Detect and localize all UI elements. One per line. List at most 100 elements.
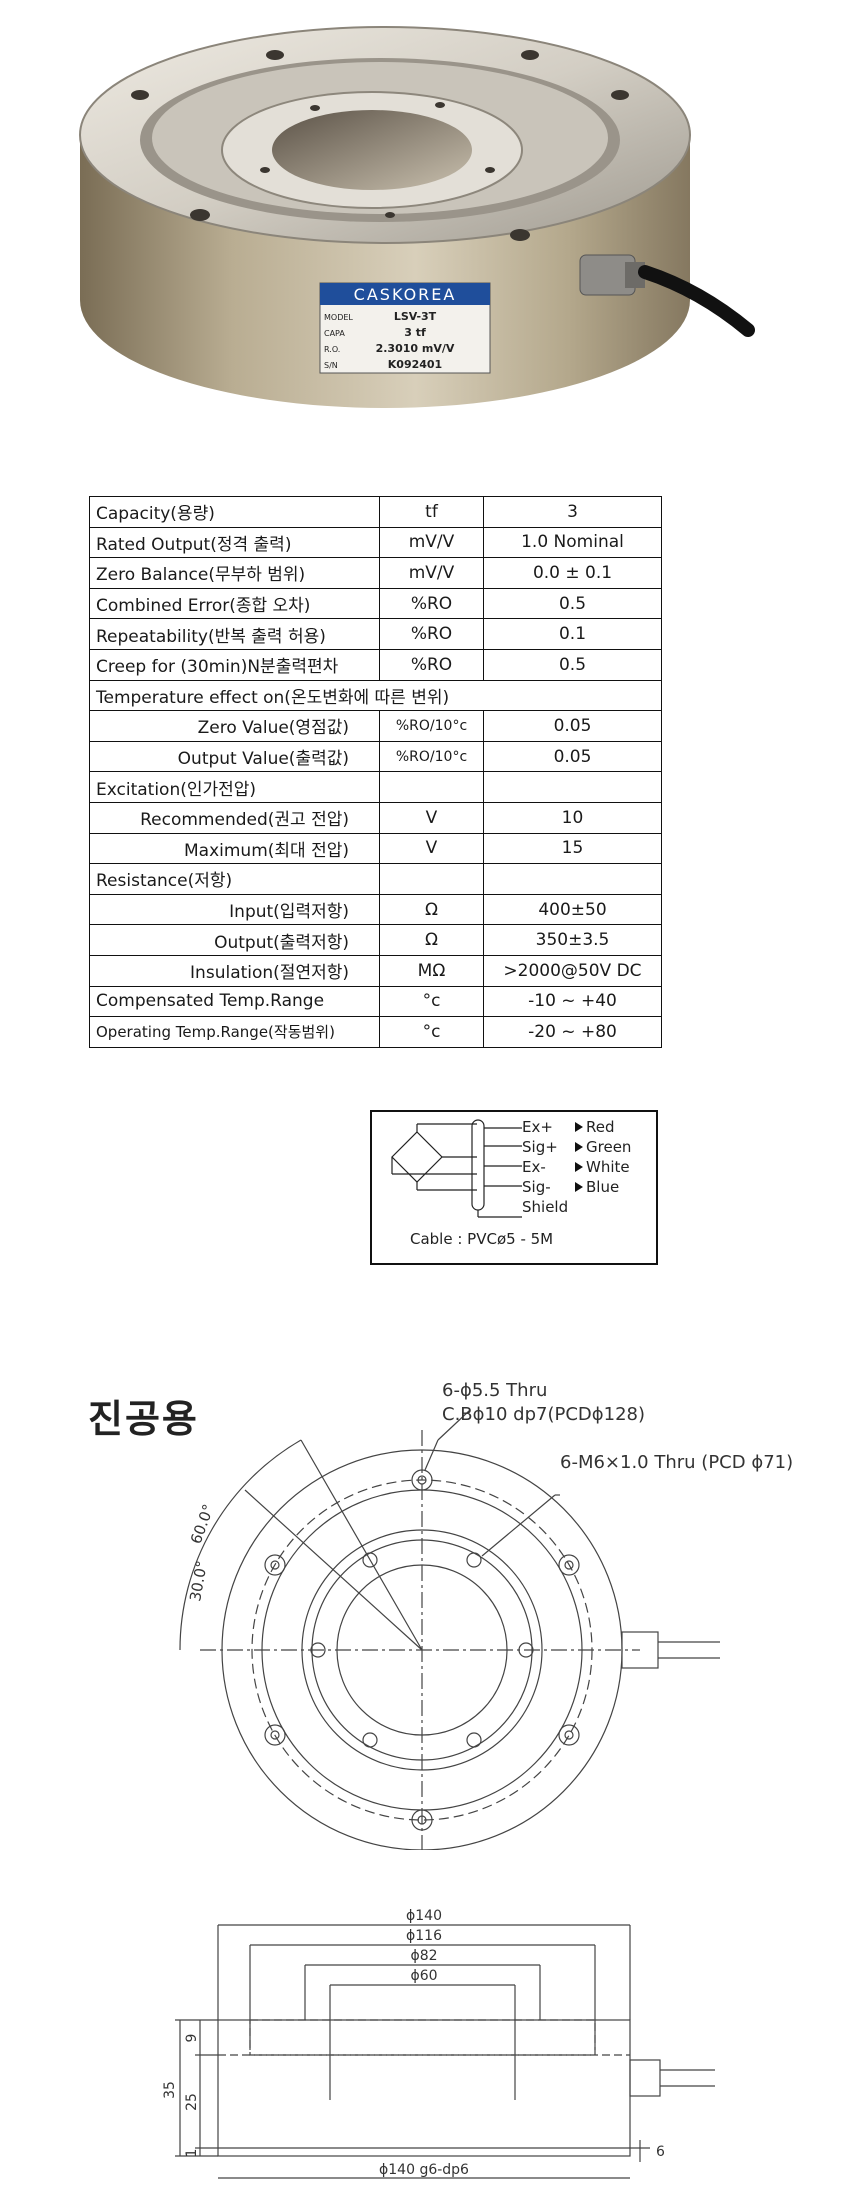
wire-signal-sig-minus: Sig- [522,1178,551,1196]
spec-value [483,863,662,895]
drawing-title: 진공용 [88,1397,199,1441]
dim-phi140: ϕ140 [406,1908,442,1924]
spec-unit [379,771,484,803]
spec-row: Output Value(출력값) %RO/10°c 0.05 [89,740,662,773]
spec-row: Operating Temp.Range(작동범위) °c -20 ~ +80 [89,1016,662,1048]
spec-unit: %RO [379,618,484,650]
spec-row: Insulation(절연저항) MΩ >2000@50V DC [89,954,662,987]
spec-row: Zero Balance(무부하 범위) mV/V 0.0 ± 0.1 [89,557,662,589]
spec-value: 1.0 Nominal [483,526,662,559]
spec-unit: %RO/10°c [379,740,484,773]
plate-label-ro: R.O. [324,345,340,354]
hole-note-1: 6-ϕ5.5 Thru [442,1380,547,1401]
spec-row: Combined Error(종합 오차) %RO 0.5 [89,587,662,620]
wire-color-white: White [586,1158,630,1176]
spec-value [483,771,662,803]
spec-label: Repeatability(반복 출력 허용) [89,618,380,650]
spec-value: 350±3.5 [483,924,662,956]
plate-value-sn: K092401 [388,358,442,371]
spec-row: Input(입력저항) Ω 400±50 [89,893,662,926]
spec-row: Repeatability(반복 출력 허용) %RO 0.1 [89,618,662,650]
spec-row: Output(출력저항) Ω 350±3.5 [89,924,662,956]
spec-value: 0.1 [483,618,662,650]
spec-unit: Ω [379,924,484,956]
top-view-drawing: 6-ϕ5.5 Thru C.Bϕ10 dp7(PCDϕ128) 6-M6×1.0… [179,1380,793,1850]
load-cell-photo: CASKOREA MODEL LSV-3T CAPA 3 tf R.O. 2.3… [79,26,755,408]
spec-unit: %RO [379,648,484,681]
dim-phi140-g6: ϕ140 g6-dp6 [379,2162,469,2178]
spec-value: 0.05 [483,740,662,773]
spec-unit: Ω [379,893,484,926]
spec-value: 3 [483,496,662,528]
spec-label: Excitation(인가전압) [89,771,380,803]
wire-shield: Shield [522,1198,569,1216]
wire-color-green: Green [586,1138,632,1156]
spec-value: 0.5 [483,587,662,620]
spec-label: Rated Output(정격 출력) [89,526,380,559]
hole-note-2: C.Bϕ10 dp7(PCDϕ128) [442,1404,645,1425]
spec-label: Recommended(권고 전압) [89,801,380,834]
spec-label: Creep for (30min)N분출력편차 [89,648,380,681]
dim-phi116: ϕ116 [406,1928,442,1944]
spec-label: Compensated Temp.Range [89,985,380,1018]
spec-table: Capacity(용량) tf 3 Rated Output(정격 출력) mV… [89,496,662,1048]
dim-1: 1 [184,2149,200,2158]
spec-row: Zero Value(영점값) %RO/10°c 0.05 [89,710,662,742]
spec-value: -20 ~ +80 [483,1016,662,1048]
wire-signal-sig-plus: Sig+ [522,1138,558,1156]
spec-value: 400±50 [483,893,662,926]
spec-row: Rated Output(정격 출력) mV/V 1.0 Nominal [89,526,662,559]
spec-label: Resistance(저항) [89,863,380,895]
dim-25: 25 [184,2093,200,2111]
spec-label: Output Value(출력값) [89,740,380,773]
plate-value-capa: 3 tf [404,326,426,339]
plate-label-capa: CAPA [324,329,345,338]
spec-unit: mV/V [379,557,484,589]
cable-spec: Cable : PVCø5 - 5M [410,1230,554,1248]
wire-color-red: Red [586,1118,615,1136]
spec-row: Capacity(용량) tf 3 [89,496,662,528]
spec-label: Output(출력저항) [89,924,380,956]
spec-row: Resistance(저항) [89,863,662,895]
bridge-circuit-icon [391,1119,583,1218]
spec-row: Recommended(권고 전압) V 10 [89,801,662,834]
spec-label: Zero Balance(무부하 범위) [89,557,380,589]
spec-label: Input(입력저항) [89,893,380,926]
spec-row: Creep for (30min)N분출력편차 %RO 0.5 [89,648,662,681]
spec-unit [379,863,484,895]
spec-unit: MΩ [379,954,484,987]
spec-row: Compensated Temp.Range °c -10 ~ +40 [89,985,662,1018]
plate-label-sn: S/N [324,361,338,370]
spec-row: Excitation(인가전압) [89,771,662,803]
spec-row: Temperature effect on(온도변화에 따른 변위) [89,679,662,712]
spec-unit: V [379,801,484,834]
wire-signal-ex-plus: Ex+ [522,1118,553,1136]
spec-unit: °c [379,985,484,1018]
spec-label: Capacity(용량) [89,496,380,528]
angle-60: 60.0° [187,1502,218,1547]
spec-unit: V [379,832,484,865]
spec-value: 0.0 ± 0.1 [483,557,662,589]
plate-value-model: LSV-3T [394,310,437,323]
side-view-drawing: ϕ140 ϕ116 ϕ82 ϕ60 35 9 25 1 6 ϕ140 g6-dp… [162,1908,715,2179]
spec-unit: %RO [379,587,484,620]
dim-9: 9 [184,2034,200,2043]
dim-phi82: ϕ82 [410,1948,437,1964]
angle-30: 30.0° [186,1559,211,1602]
plate-label-model: MODEL [324,313,353,322]
plate-value-ro: 2.3010 mV/V [376,342,455,355]
spec-value: 0.05 [483,710,662,742]
spec-unit: %RO/10°c [379,710,484,742]
spec-unit: mV/V [379,526,484,559]
spec-label: Temperature effect on(온도변화에 따른 변위) [89,679,662,712]
spec-label: Combined Error(종합 오차) [89,587,380,620]
wiring-diagram: Ex+ Red Sig+ Green Ex- White Sig- Blue S… [370,1110,658,1265]
spec-label: Insulation(절연저항) [89,954,380,987]
thread-note: 6-M6×1.0 Thru (PCD ϕ71) [560,1452,793,1473]
spec-value: >2000@50V DC [483,954,662,987]
dim-6: 6 [656,2144,665,2160]
wire-signal-ex-minus: Ex- [522,1158,546,1176]
dim-phi60: ϕ60 [410,1968,437,1984]
spec-label: Operating Temp.Range(작동범위) [89,1016,380,1048]
spec-value: 10 [483,801,662,834]
